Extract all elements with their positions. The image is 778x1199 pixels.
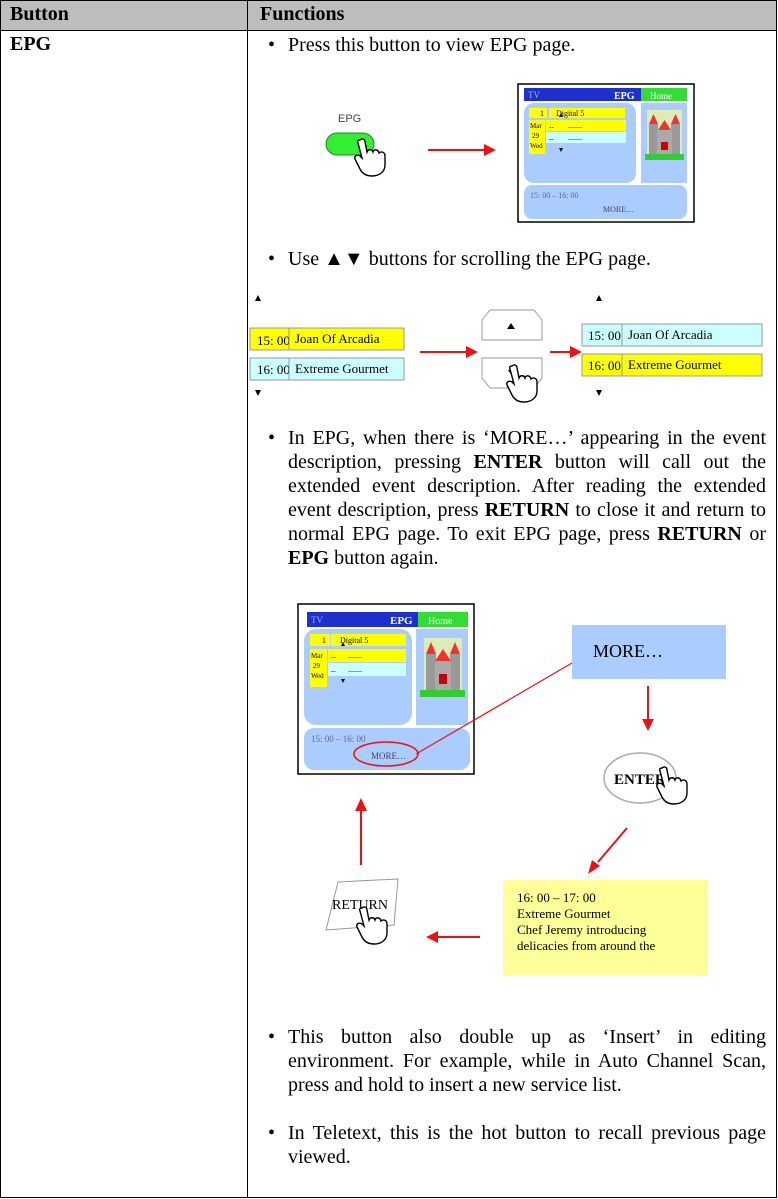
svg-text:15: 00 – 16: 00: 15: 00 – 16: 00: [530, 191, 578, 200]
arrow-head: [642, 719, 654, 731]
bullet-dot: •: [268, 1026, 276, 1048]
more-box-text: MORE…: [593, 641, 663, 661]
right-row-1-title: Joan Of Arcadia: [628, 327, 713, 342]
svg-text:MORE…: MORE…: [371, 751, 406, 761]
remote-epg-label: EPG: [338, 113, 361, 125]
event-info-line-2: Extreme Gourmet: [517, 906, 611, 921]
svg-text:1: 1: [540, 109, 544, 118]
bullet-dot: •: [268, 248, 276, 270]
event-info-line-4: delicacies from around the: [517, 938, 655, 953]
arrow-diag: [597, 827, 628, 863]
down-arrow-icon: [255, 390, 261, 396]
left-row-2-title: Extreme Gourmet: [295, 361, 389, 376]
svg-text:EPG: EPG: [390, 615, 413, 627]
right-row-1-time: 15: 00: [588, 328, 621, 343]
svg-text:——: ——: [347, 653, 363, 661]
bullet-1-text: Press this button to view EPG page.: [288, 34, 576, 56]
header-functions: Functions: [260, 3, 345, 25]
svg-text:——: ——: [567, 123, 583, 131]
right-row-1-title-cell: [621, 323, 763, 347]
left-row-1-title: Joan Of Arcadia: [295, 331, 380, 346]
hand-icon: [356, 906, 388, 945]
svg-text:Mar: Mar: [311, 652, 323, 660]
header-button: Button: [10, 3, 69, 25]
event-info-line-3: Chef Jeremy introducing: [517, 922, 647, 937]
svg-text:Home: Home: [428, 616, 453, 627]
arrow-head: [588, 860, 600, 874]
bullet-3: •In EPG, when there is ‘MORE…’ appearing…: [268, 427, 766, 569]
hand-icon: [656, 766, 688, 805]
down-arrow-icon: [596, 390, 602, 396]
bullet-dot: •: [268, 1122, 276, 1144]
svg-text:1: 1: [322, 636, 326, 645]
castle-icon: [645, 110, 684, 160]
svg-text:——: ——: [567, 135, 583, 143]
arrow-head: [484, 144, 496, 156]
return-button: [325, 878, 399, 931]
left-row-2-title-cell: [288, 357, 405, 381]
svg-text:Wed: Wed: [311, 672, 324, 680]
svg-text:Wed: Wed: [530, 142, 543, 150]
bullet-4: •This button also double up as ‘Insert’ …: [268, 1026, 766, 1096]
table-header: Button Functions: [0, 0, 777, 31]
arrow-head: [355, 798, 367, 811]
svg-text:Mar: Mar: [530, 122, 542, 130]
epg-screen: TV EPG Home 1 Digital 5 Mar 29 Wed -- ——…: [517, 83, 695, 223]
bullet-2-text: Use ▲▼ buttons for scrolling the EPG pag…: [288, 248, 651, 270]
castle-icon: [420, 638, 465, 697]
svg-text:——: ——: [347, 667, 363, 675]
bullet-dot: •: [268, 427, 276, 449]
svg-text:TV: TV: [311, 615, 323, 625]
right-row-2-time: 16: 00: [588, 358, 621, 373]
svg-text:--: --: [549, 135, 554, 143]
figure-epg-press: EPG TV EPG Home 1 Digital 5 Mar 29 Wed -…: [325, 83, 695, 223]
hand-icon: [506, 364, 538, 403]
up-arrow-icon: [255, 295, 261, 301]
svg-text:Digital 5: Digital 5: [340, 636, 368, 645]
svg-text:EPG: EPG: [614, 91, 635, 102]
arrow-head: [466, 346, 478, 358]
figure-more-info: TV EPG Home 1 Digital 5 Mar 29 Wed -- ——…: [297, 603, 726, 975]
highlight-ellipse: [353, 741, 419, 767]
return-label: RETURN: [332, 898, 388, 913]
row-button-name: EPG: [10, 33, 52, 55]
event-info-box: [503, 880, 708, 975]
left-row-2-time: 16: 00: [257, 362, 290, 377]
svg-text:29: 29: [313, 662, 321, 670]
up-arrow-icon: [596, 295, 602, 301]
svg-text:29: 29: [532, 132, 540, 140]
right-row-2-title-cell: [621, 353, 763, 377]
svg-text:--: --: [549, 123, 554, 131]
bullet-5: •In Teletext, this is the hot button to …: [268, 1122, 766, 1168]
event-info-line-1: 16: 00 – 17: 00: [517, 890, 596, 905]
callout-line: [415, 662, 573, 755]
svg-text:--: --: [331, 653, 336, 661]
left-row-1-time: 15: 00: [257, 333, 290, 348]
hand-icon: [354, 138, 386, 177]
left-row-1-title-cell: [288, 327, 405, 351]
more-box: [572, 625, 726, 679]
svg-text:Digital 5: Digital 5: [556, 109, 584, 118]
svg-text:15: 00 – 16: 00: 15: 00 – 16: 00: [311, 734, 366, 744]
svg-text:Home: Home: [650, 91, 672, 101]
enter-label: ENTER: [614, 772, 666, 788]
svg-text:--: --: [331, 667, 336, 675]
bullet-dot: •: [268, 34, 276, 56]
arrow-head: [426, 931, 438, 943]
column-divider: [247, 0, 248, 1198]
right-row-2-title: Extreme Gourmet: [628, 357, 722, 372]
svg-text:TV: TV: [528, 90, 540, 100]
arrow-head: [570, 346, 582, 358]
svg-text:MORE…: MORE…: [603, 205, 634, 214]
figure-scroll: 15: 00 Joan Of Arcadia 16: 00 Extreme Go…: [249, 295, 763, 403]
epg-screen: TV EPG Home 1 Digital 5 Mar 29 Wed -- ——…: [297, 603, 475, 775]
